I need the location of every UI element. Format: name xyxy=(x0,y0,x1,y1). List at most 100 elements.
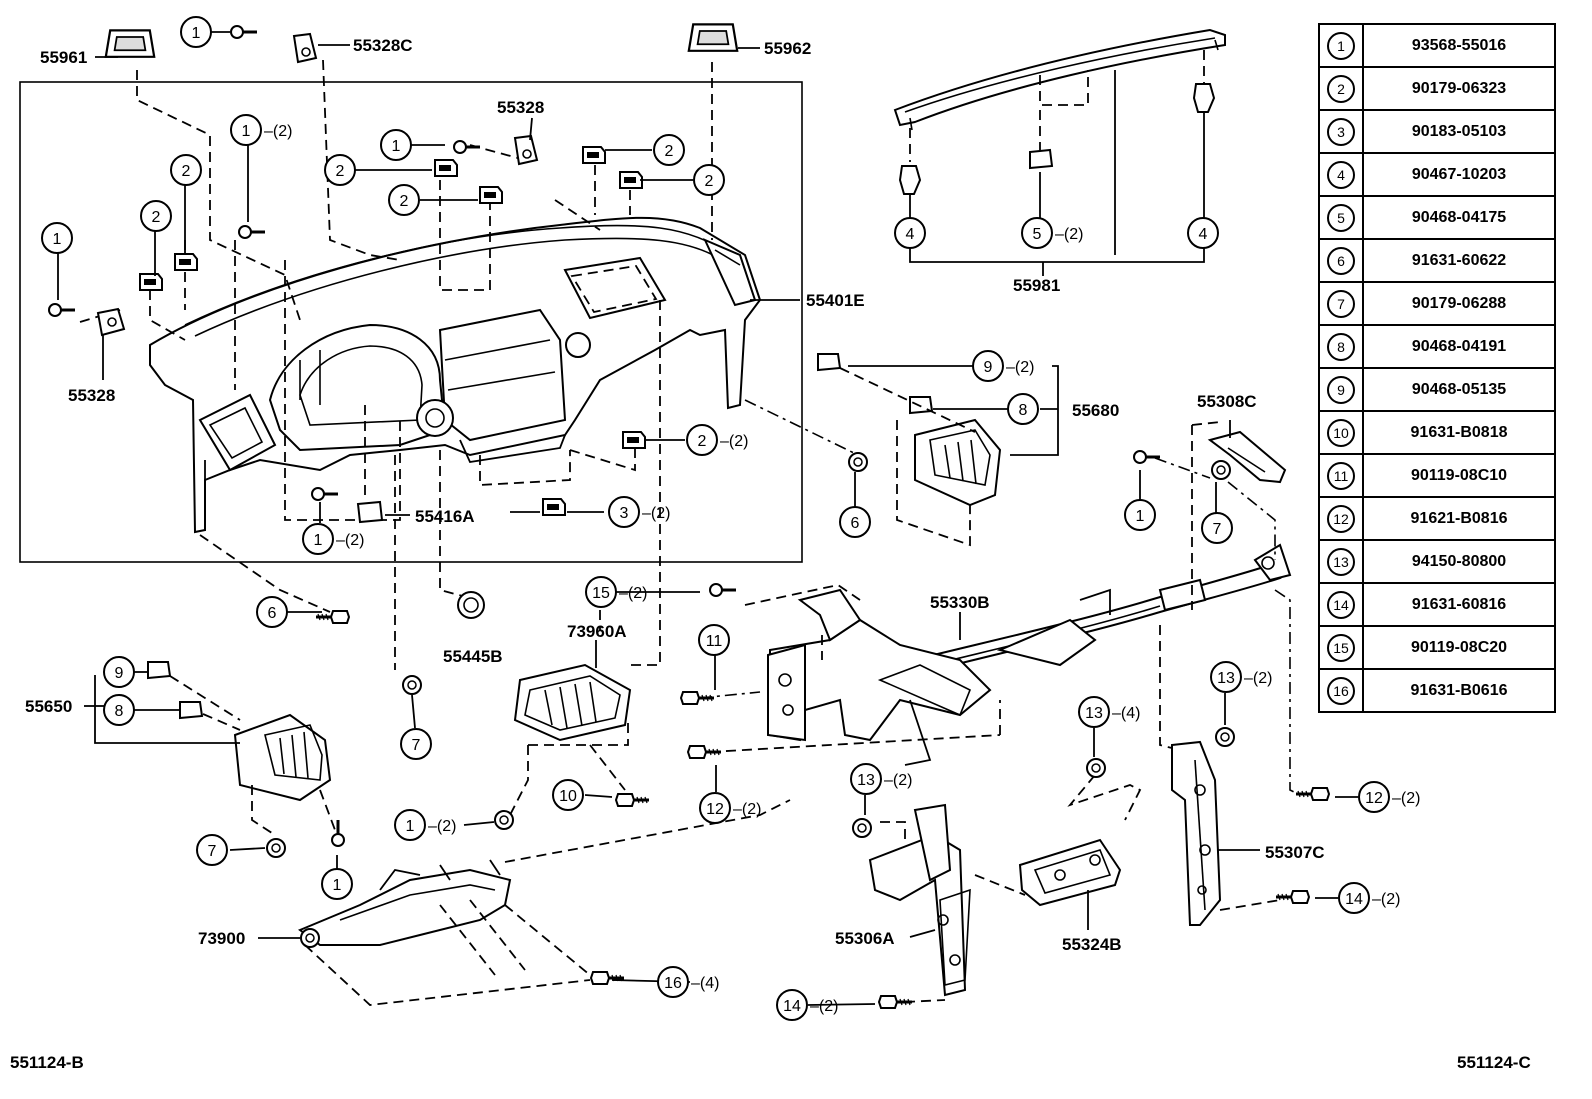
callout-circle: 3–(2) xyxy=(608,496,670,528)
label-55416A: 55416A xyxy=(415,507,475,526)
label-73900: 73900 xyxy=(198,929,245,948)
callout-quantity: –(2) xyxy=(264,123,292,140)
legend-index-number: 15 xyxy=(1327,633,1355,662)
callout-number: 15 xyxy=(592,585,610,602)
label-55680: 55680 xyxy=(1072,401,1119,420)
label-55962: 55962 xyxy=(764,39,811,58)
callout-number: 2 xyxy=(665,143,674,160)
legend-part-number: 91631-B0818 xyxy=(1362,410,1556,455)
callout-quantity: –(2) xyxy=(1006,359,1034,376)
label-55445B: 55445B xyxy=(443,647,503,666)
callout-quantity: –(4) xyxy=(691,975,719,992)
callout-number: 2 xyxy=(698,433,707,450)
callout-circle: 6 xyxy=(839,506,871,538)
callout-circle: 1 xyxy=(41,222,73,254)
callout-number: 2 xyxy=(182,163,191,180)
legend-part-number: 93568-55016 xyxy=(1362,23,1556,68)
legend-part-number: 90119-08C20 xyxy=(1362,625,1556,670)
legend-index: 15 xyxy=(1318,625,1364,670)
callout-circle: 15–(2) xyxy=(585,576,647,608)
callout-number: 13 xyxy=(1217,670,1235,687)
legend-index: 9 xyxy=(1318,367,1364,412)
legend-part-number: 91631-B0616 xyxy=(1362,668,1556,713)
legend-index: 6 xyxy=(1318,238,1364,283)
legend-index-number: 10 xyxy=(1327,418,1355,447)
callout-number: 9 xyxy=(115,665,124,682)
legend-index-number: 16 xyxy=(1327,676,1355,705)
callout-quantity: –(2) xyxy=(336,532,364,549)
callout-number: 1 xyxy=(392,138,401,155)
legend-index: 3 xyxy=(1318,109,1364,154)
callout-quantity: –(2) xyxy=(1055,226,1083,243)
callout-number: 12 xyxy=(706,801,724,818)
callout-circle: 2 xyxy=(388,184,420,216)
vent-55650 xyxy=(233,713,332,802)
legend-index-number: 4 xyxy=(1327,160,1355,189)
callout-circle: 1 xyxy=(180,16,212,48)
instrument-panel-55401E xyxy=(149,216,762,534)
callout-quantity: –(2) xyxy=(428,818,456,835)
callout-number: 13 xyxy=(857,772,875,789)
callout-circle: 14–(2) xyxy=(776,989,838,1021)
callout-circle: 14–(2) xyxy=(1338,882,1400,914)
label-55308C: 55308C xyxy=(1197,392,1257,411)
callout-number: 2 xyxy=(152,209,161,226)
legend-index-number: 9 xyxy=(1327,375,1355,404)
legend-index: 14 xyxy=(1318,582,1364,627)
callout-circle: 1 –(2) xyxy=(230,114,292,146)
callout-number: 2 xyxy=(336,163,345,180)
callout-number: 1 xyxy=(242,123,251,140)
callout-number: 1 xyxy=(333,877,342,894)
callout-circle: 11 xyxy=(698,624,730,656)
callout-number: 6 xyxy=(268,605,277,622)
callout-number: 8 xyxy=(1019,402,1028,419)
bracket-55324B xyxy=(1018,838,1122,907)
callout-quantity: –(2) xyxy=(733,801,761,818)
callout-circle: 13–(2) xyxy=(1210,661,1272,693)
callout-number: 14 xyxy=(1345,891,1363,908)
legend-index: 16 xyxy=(1318,668,1364,713)
clip-55962-body xyxy=(687,23,739,52)
legend-index: 11 xyxy=(1318,453,1364,498)
legend-index-number: 2 xyxy=(1327,74,1355,103)
legend-index-number: 5 xyxy=(1327,203,1355,232)
callout-number: 14 xyxy=(783,998,801,1015)
legend-index-number: 1 xyxy=(1327,31,1355,60)
legend-part-number: 94150-80800 xyxy=(1362,539,1556,584)
clip-55961-body xyxy=(104,29,156,58)
label-55328-left: 55328 xyxy=(68,386,115,405)
legend-index: 13 xyxy=(1318,539,1364,584)
callout-quantity: –(2) xyxy=(642,505,670,522)
legend-index: 12 xyxy=(1318,496,1364,541)
callout-circle: 8 xyxy=(1007,393,1039,425)
legend-part-number: 91621-B0816 xyxy=(1362,496,1556,541)
label-55650: 55650 xyxy=(25,697,72,716)
callout-circle: 13–(4) xyxy=(1078,696,1140,728)
bracket-55307C xyxy=(1171,740,1222,926)
legend-part-number: 90468-04175 xyxy=(1362,195,1556,240)
bracket-55306A xyxy=(868,803,971,997)
drawing-code-right: 551124-C xyxy=(1457,1053,1531,1072)
legend-part-number: 90119-08C10 xyxy=(1362,453,1556,498)
callout-number: 8 xyxy=(115,703,124,720)
callout-circle: 10 xyxy=(552,779,584,811)
label-55961: 55961 xyxy=(40,48,87,67)
label-73960A: 73960A xyxy=(567,622,627,641)
callout-number: 2 xyxy=(400,193,409,210)
callout-circle: 2 xyxy=(653,134,685,166)
label-55981: 55981 xyxy=(1013,276,1060,295)
callout-number: 9 xyxy=(984,359,993,376)
callout-number: 16 xyxy=(664,975,682,992)
legend-index-number: 14 xyxy=(1327,590,1355,619)
label-55401E: 55401E xyxy=(806,291,865,310)
